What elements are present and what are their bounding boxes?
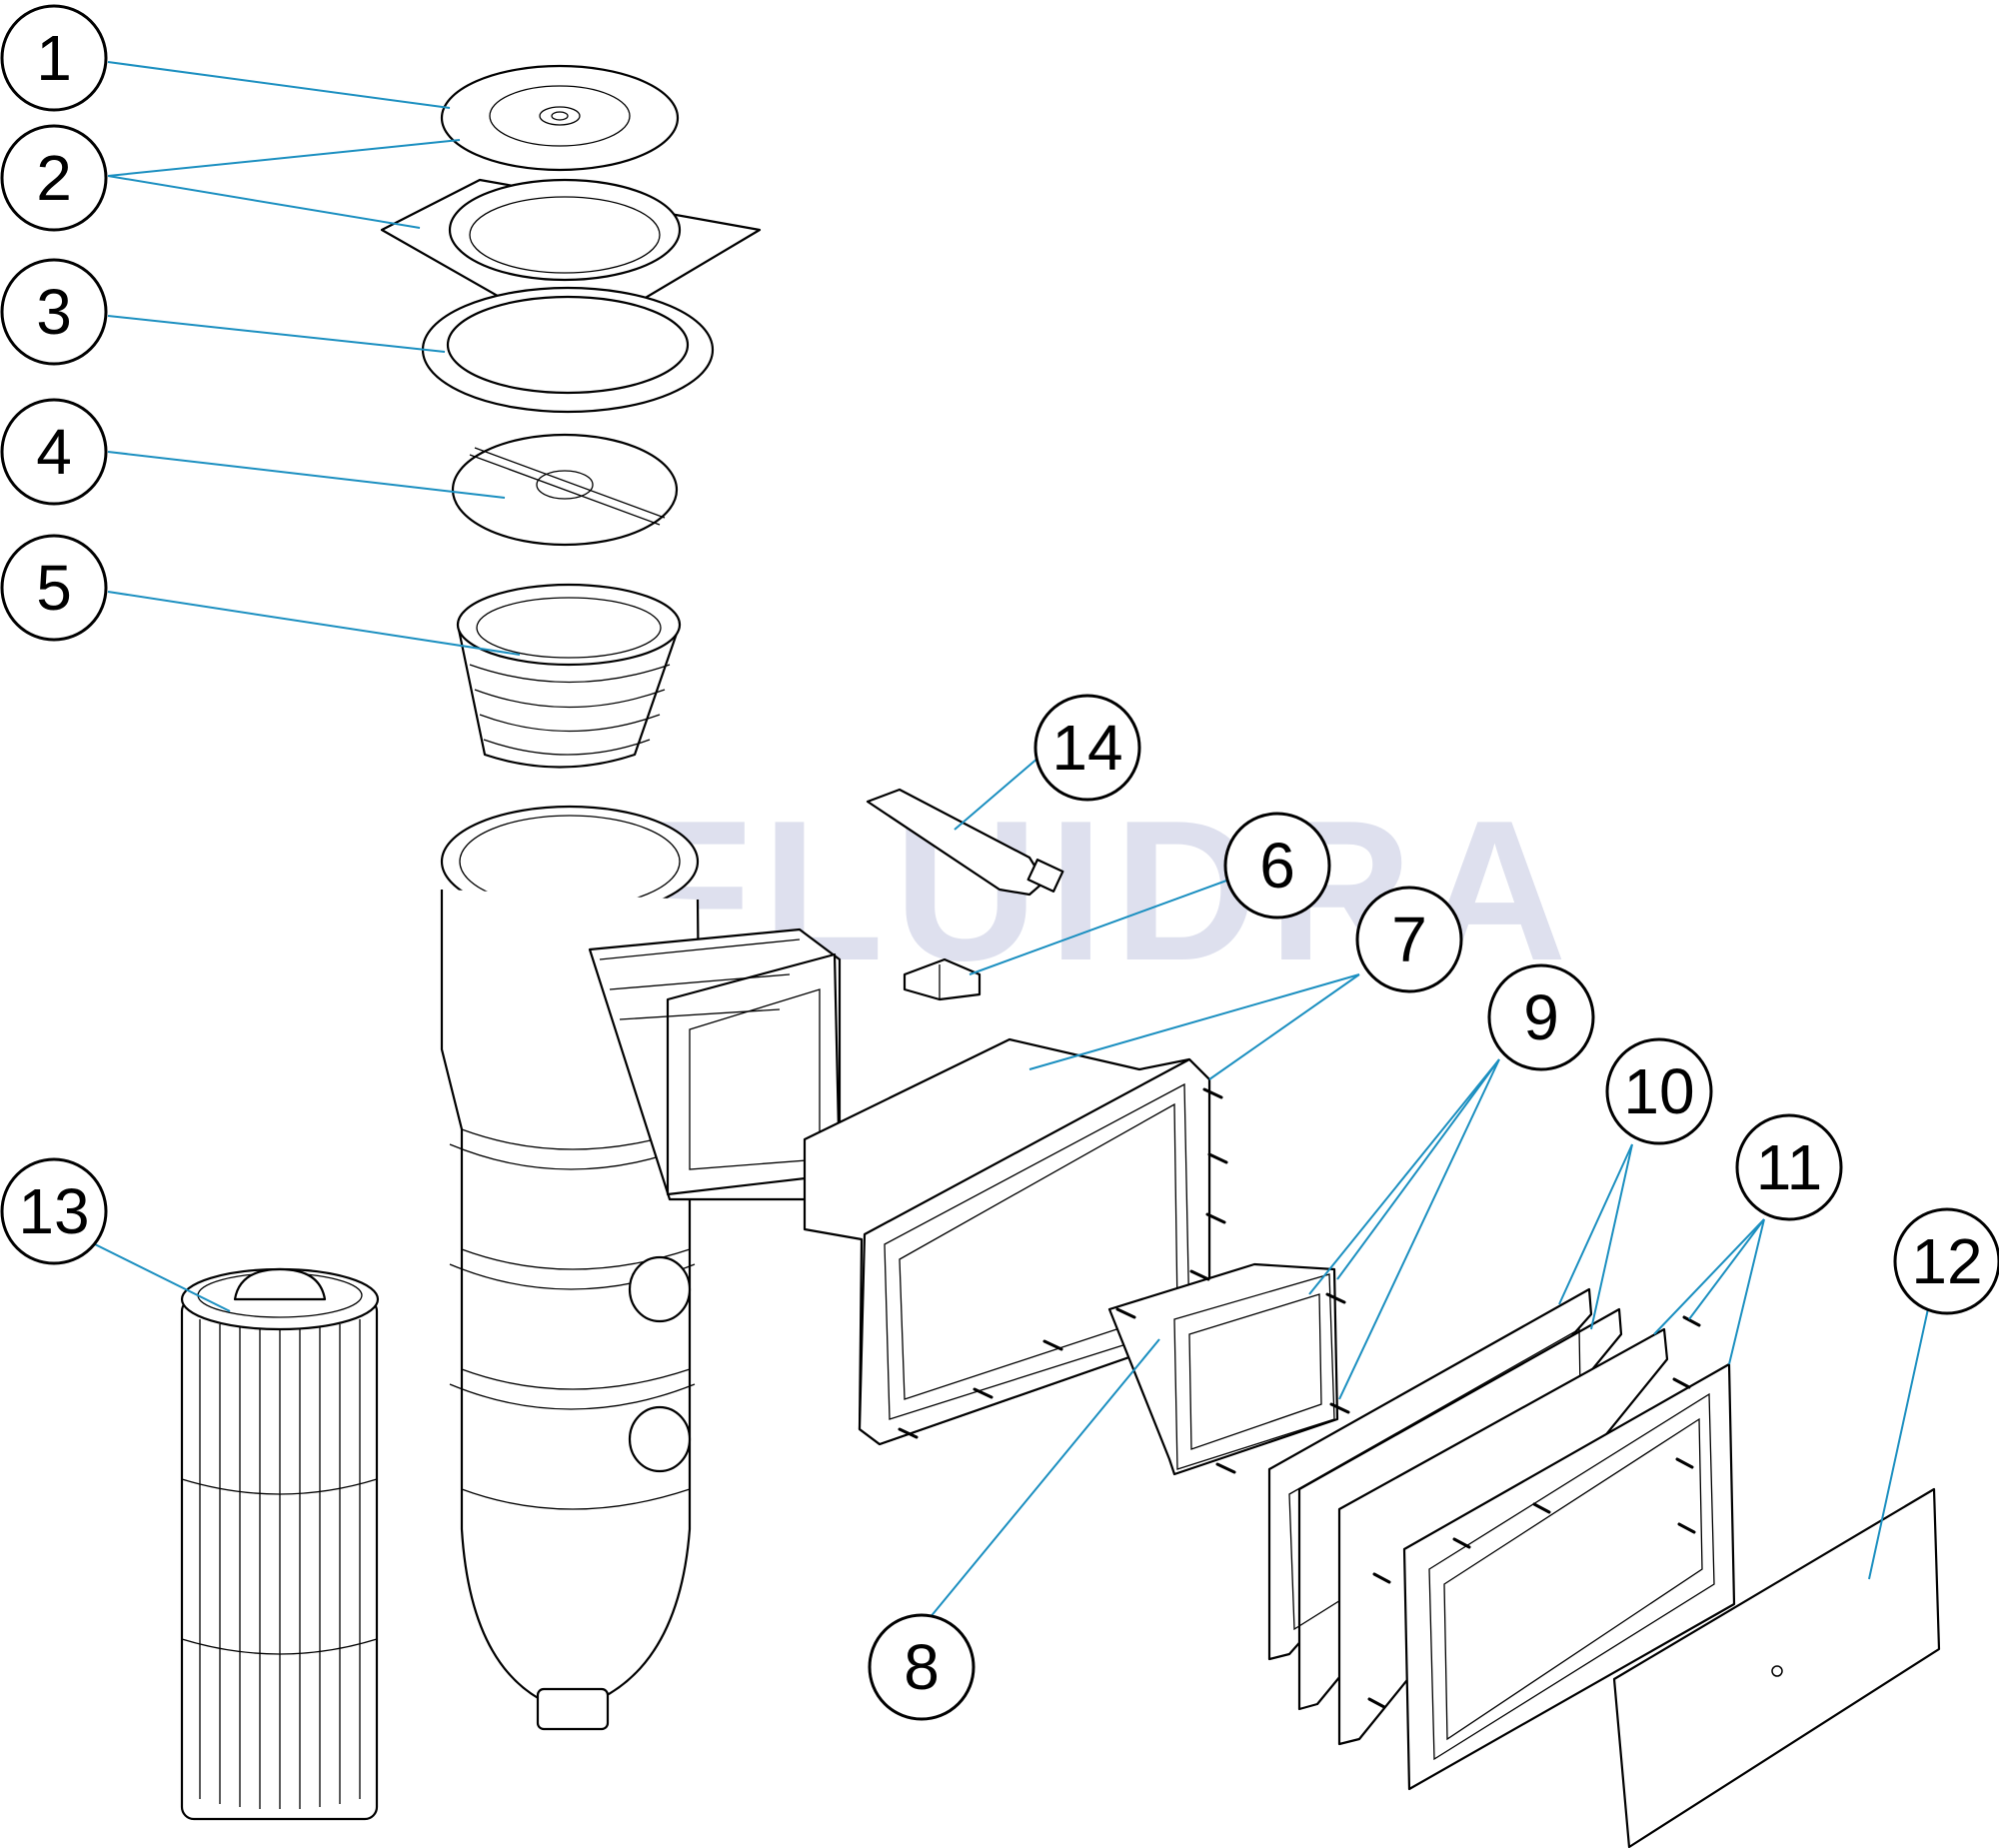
callout-10-label: 10 xyxy=(1623,1055,1694,1127)
callout-14: 14 xyxy=(1033,694,1141,802)
callout-14-label: 14 xyxy=(1051,712,1122,784)
callout-6-label: 6 xyxy=(1259,830,1295,902)
part-6-clip xyxy=(903,957,982,1001)
part-1-lid xyxy=(440,64,680,172)
callout-7: 7 xyxy=(1355,886,1463,993)
callout-13: 13 xyxy=(0,1157,108,1265)
callout-12: 12 xyxy=(1893,1207,1999,1315)
part-11-plates xyxy=(1337,1327,1736,1791)
callout-2-label: 2 xyxy=(36,142,72,214)
callout-13-label: 13 xyxy=(18,1175,89,1247)
part-7-mouth xyxy=(803,1037,1211,1446)
part-8-flap xyxy=(1107,1262,1339,1476)
part-3-ring xyxy=(421,286,715,414)
callout-5: 5 xyxy=(0,534,108,642)
callout-10: 10 xyxy=(1605,1037,1713,1145)
part-5-basket xyxy=(456,583,682,769)
callout-3-label: 3 xyxy=(36,276,72,348)
leader-lines xyxy=(94,61,1935,1625)
callout-2: 2 xyxy=(0,124,108,232)
callout-8: 8 xyxy=(868,1613,976,1721)
screws xyxy=(898,1087,1701,1709)
callout-1-label: 1 xyxy=(36,22,72,94)
callout-11: 11 xyxy=(1735,1113,1843,1221)
part-2-collar xyxy=(380,178,762,342)
callout-4-label: 4 xyxy=(36,416,72,488)
callout-1: 1 xyxy=(0,4,108,112)
part-13-cartridge xyxy=(180,1267,380,1821)
callout-9: 9 xyxy=(1487,963,1595,1071)
callout-6: 6 xyxy=(1223,812,1331,920)
callout-5-label: 5 xyxy=(36,552,72,624)
part-12-cover xyxy=(1612,1487,1941,1848)
callout-3: 3 xyxy=(0,258,108,366)
callout-11-label: 11 xyxy=(1756,1131,1822,1203)
callout-9-label: 9 xyxy=(1523,981,1559,1053)
callout-4: 4 xyxy=(0,398,108,506)
callout-12-label: 12 xyxy=(1911,1225,1982,1297)
callout-7-label: 7 xyxy=(1391,904,1427,975)
callout-8-label: 8 xyxy=(904,1631,940,1703)
skimmer-body xyxy=(440,805,842,1731)
part-4-disc xyxy=(451,433,679,547)
part-14-tube xyxy=(866,788,1064,897)
